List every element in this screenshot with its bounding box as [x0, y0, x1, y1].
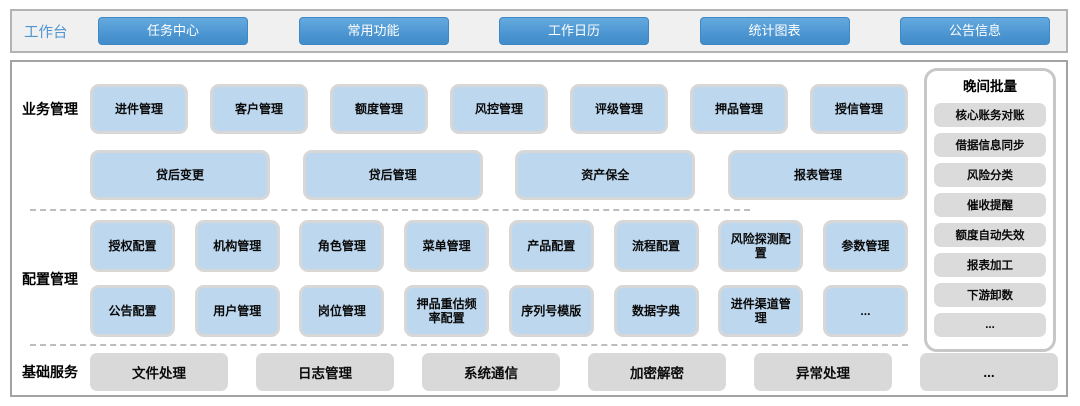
section-label-base: 基础服务 [22, 364, 78, 380]
workbench-button[interactable]: 统计图表 [699, 17, 850, 45]
module-tile[interactable]: 用户管理 [194, 285, 280, 337]
service-tile[interactable]: 系统通信 [422, 353, 560, 391]
module-tile[interactable]: 授信管理 [810, 84, 908, 134]
batch-job-tile[interactable]: ... [934, 313, 1046, 337]
dashed-divider [30, 344, 908, 346]
business-row-1: 进件管理客户管理额度管理风控管理评级管理押品管理授信管理 [90, 84, 908, 134]
business-row-2: 贷后变更贷后管理资产保全报表管理 [90, 150, 908, 200]
service-tile[interactable]: 加密解密 [588, 353, 726, 391]
module-tile[interactable]: 额度管理 [330, 84, 428, 134]
workbench-button[interactable]: 工作日历 [499, 17, 649, 45]
module-tile[interactable]: 客户管理 [210, 84, 308, 134]
module-tile[interactable]: 授权配置 [90, 220, 175, 272]
module-tile[interactable]: 序列号模版 [508, 285, 594, 337]
config-row-1: 授权配置机构管理角色管理菜单管理产品配置流程配置风险探测配置参数管理 [90, 220, 908, 272]
batch-job-tile[interactable]: 核心账务对账 [934, 103, 1046, 127]
night-batch-list: 核心账务对账借据信息同步风险分类催收提醒额度自动失效报表加工下游卸数... [934, 103, 1046, 337]
module-tile[interactable]: 产品配置 [508, 220, 594, 272]
module-tile[interactable]: 机构管理 [194, 220, 280, 272]
tiered-content: 业务管理 进件管理客户管理额度管理风控管理评级管理押品管理授信管理 贷后变更贷后… [22, 84, 908, 337]
module-tile[interactable]: 参数管理 [822, 220, 908, 272]
module-tile[interactable]: 数据字典 [613, 285, 699, 337]
section-label-config: 配置管理 [22, 270, 78, 287]
module-tile[interactable]: 贷后管理 [302, 150, 483, 200]
section-business-management: 业务管理 进件管理客户管理额度管理风控管理评级管理押品管理授信管理 贷后变更贷后… [22, 84, 908, 200]
workbench-button[interactable]: 公告信息 [900, 17, 1050, 45]
config-row-2: 公告配置用户管理岗位管理押品重估频率配置序列号模版数据字典进件渠道管理... [90, 285, 908, 337]
module-tile[interactable]: 风控管理 [450, 84, 548, 134]
module-tile[interactable]: 评级管理 [570, 84, 668, 134]
workbench-button[interactable]: 常用功能 [298, 17, 449, 45]
batch-job-tile[interactable]: 催收提醒 [934, 193, 1046, 217]
module-tile[interactable]: 押品重估频率配置 [404, 285, 490, 337]
batch-job-tile[interactable]: 借据信息同步 [934, 133, 1046, 157]
service-tile[interactable]: 文件处理 [90, 353, 228, 391]
module-tile[interactable]: 岗位管理 [299, 285, 385, 337]
batch-job-tile[interactable]: 报表加工 [934, 253, 1046, 277]
module-tile[interactable]: 报表管理 [727, 150, 908, 200]
dashed-divider [30, 209, 750, 211]
business-rows: 进件管理客户管理额度管理风控管理评级管理押品管理授信管理 贷后变更贷后管理资产保… [90, 84, 908, 200]
service-tile[interactable]: ... [920, 353, 1058, 391]
module-tile[interactable]: 公告配置 [90, 285, 175, 337]
module-tile[interactable]: 风险探测配置 [718, 220, 804, 272]
module-tile[interactable]: 角色管理 [299, 220, 385, 272]
workbench-button[interactable]: 任务中心 [98, 17, 248, 45]
module-tile[interactable]: 流程配置 [613, 220, 699, 272]
workbench-label: 工作台 [24, 24, 68, 41]
module-tile[interactable]: 贷后变更 [90, 150, 270, 200]
workbench-button-group: 任务中心 常用功能 工作日历 统计图表 公告信息 [86, 17, 1050, 45]
module-tile[interactable]: ... [822, 285, 908, 337]
section-base-services: 基础服务 文件处理日志管理系统通信加密解密异常处理... [22, 353, 1066, 391]
config-rows: 授权配置机构管理角色管理菜单管理产品配置流程配置风险探测配置参数管理 公告配置用… [90, 220, 908, 337]
batch-job-tile[interactable]: 额度自动失效 [934, 223, 1046, 247]
service-tile[interactable]: 异常处理 [754, 353, 892, 391]
base-services-row: 文件处理日志管理系统通信加密解密异常处理... [90, 353, 1058, 391]
service-tile[interactable]: 日志管理 [256, 353, 394, 391]
night-batch-title: 晚间批量 [963, 79, 1017, 94]
module-tile[interactable]: 押品管理 [690, 84, 788, 134]
module-tile[interactable]: 菜单管理 [404, 220, 490, 272]
section-config-management: 配置管理 授权配置机构管理角色管理菜单管理产品配置流程配置风险探测配置参数管理 … [22, 220, 908, 337]
workbench-bar: 工作台 任务中心 常用功能 工作日历 统计图表 公告信息 [10, 9, 1068, 53]
architecture-panel: 业务管理 进件管理客户管理额度管理风控管理评级管理押品管理授信管理 贷后变更贷后… [10, 60, 1068, 397]
module-tile[interactable]: 资产保全 [515, 150, 696, 200]
module-tile[interactable]: 进件渠道管理 [718, 285, 804, 337]
module-tile[interactable]: 进件管理 [90, 84, 188, 134]
batch-job-tile[interactable]: 下游卸数 [934, 283, 1046, 307]
section-label-business: 业务管理 [22, 101, 78, 117]
batch-job-tile[interactable]: 风险分类 [934, 163, 1046, 187]
night-batch-panel: 晚间批量 核心账务对账借据信息同步风险分类催收提醒额度自动失效报表加工下游卸数.… [924, 68, 1056, 352]
